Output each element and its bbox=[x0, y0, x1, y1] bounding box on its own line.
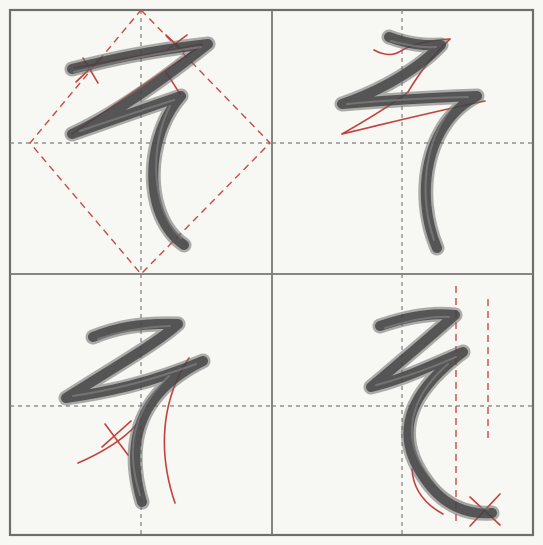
calligraphy-grid-diagram bbox=[0, 0, 543, 545]
calligraphy-practice-sheet bbox=[0, 0, 543, 545]
